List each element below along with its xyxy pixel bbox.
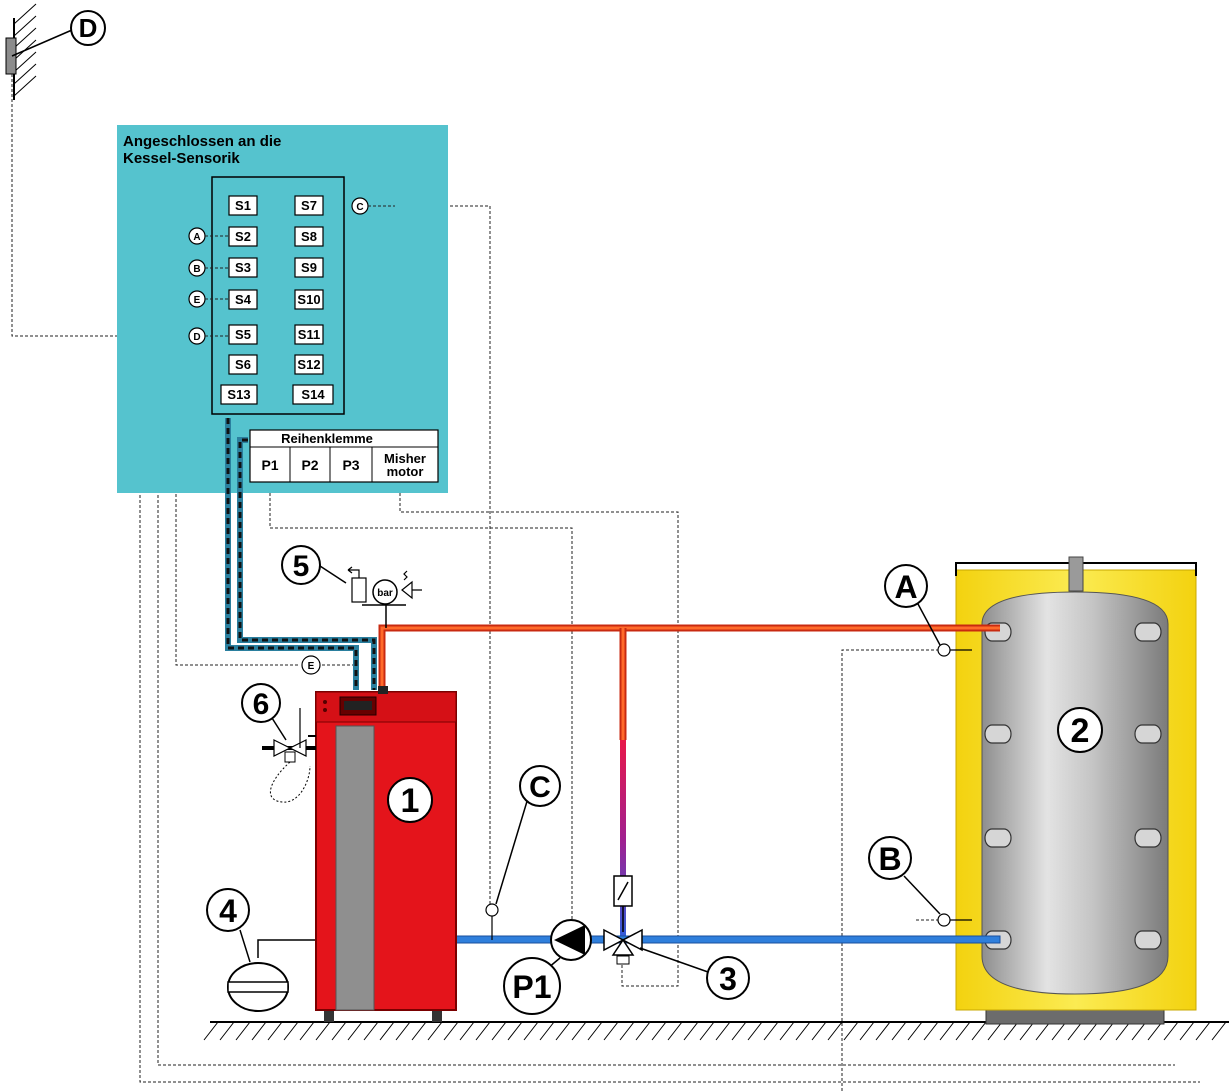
- outdoor-sensor: [5, 37, 17, 75]
- safety-group: bar: [347, 566, 422, 628]
- sensor-label-s13: S13: [227, 387, 250, 402]
- sensor-box-s9: [294, 257, 324, 278]
- terminal-mixer-line1: Misher: [384, 451, 426, 466]
- sensor-label-s4: S4: [235, 292, 252, 307]
- cold-pipe: [455, 935, 1001, 944]
- sensor-box-s11: [294, 324, 324, 345]
- marker-a-small: A: [188, 227, 206, 245]
- sensor-box-s12: [294, 354, 324, 375]
- svg-text:B: B: [878, 841, 901, 877]
- svg-text:C: C: [529, 771, 551, 804]
- terminal-p1: P1: [261, 457, 278, 473]
- marker-d-small: D: [188, 327, 206, 345]
- callout-b: B: [868, 836, 912, 880]
- sensor-box-s1: [228, 195, 258, 216]
- svg-text:D: D: [79, 13, 98, 43]
- sensor-label-s12: S12: [297, 357, 320, 372]
- panel-title-line1: Angeschlossen an die: [123, 133, 281, 150]
- svg-text:A: A: [193, 232, 200, 243]
- marker-e-boiler: E: [301, 655, 321, 675]
- svg-text:A: A: [894, 569, 917, 605]
- sensor-label-s2: S2: [235, 229, 251, 244]
- svg-text:E: E: [194, 295, 201, 306]
- sensor-label-s3: S3: [235, 260, 251, 275]
- callout-p1: P1: [503, 957, 561, 1015]
- svg-text:C: C: [356, 202, 363, 213]
- terminal-strip: Reihenklemme P1 P2 P3 Misher motor: [249, 429, 439, 483]
- sensor-label-s11: S11: [298, 327, 320, 342]
- svg-text:B: B: [193, 264, 200, 275]
- sensor-box-s4: [228, 289, 258, 310]
- sensor-box-s6: [228, 354, 258, 375]
- sensor-box-s13: [220, 384, 258, 405]
- sensor-box-s3: [228, 257, 258, 278]
- expansion-vessel: [227, 929, 316, 1012]
- floor: [203, 1021, 1229, 1041]
- sensor-label-s6: S6: [235, 357, 251, 372]
- sensor-label-s14: S14: [301, 387, 325, 402]
- sensor-label-s10: S10: [297, 292, 320, 307]
- cable-bundle: [225, 418, 377, 690]
- marker-e-small: E: [188, 290, 206, 308]
- svg-text:E: E: [308, 661, 315, 672]
- sensor-box-s14: [292, 384, 334, 405]
- sensor-label-s1: S1: [235, 198, 251, 213]
- terminal-p2: P2: [301, 457, 318, 473]
- safety-valve-icon: [401, 570, 422, 600]
- sensor-a-point: [937, 643, 951, 657]
- svg-text:D: D: [193, 332, 200, 343]
- hot-pipe: [378, 624, 1000, 940]
- callout-d: D: [70, 10, 106, 46]
- terminal-mixer-line2: motor: [387, 464, 424, 479]
- callout-c: C: [519, 765, 561, 807]
- marker-c-small: C: [351, 197, 369, 215]
- callout-5: 5: [281, 545, 321, 585]
- sensor-box-s5: [228, 324, 258, 345]
- callout-2: 2: [1057, 707, 1103, 753]
- pressure-gauge-icon: [372, 579, 398, 605]
- sensor-box-s8: [294, 226, 324, 247]
- outdoor-wall: [13, 3, 37, 100]
- terminal-p3: P3: [342, 457, 359, 473]
- sensor-box-s10: [294, 289, 324, 310]
- thermal-valve: [262, 708, 316, 803]
- svg-text:1: 1: [401, 782, 420, 820]
- sensor-box-s2: [228, 226, 258, 247]
- svg-text:3: 3: [719, 961, 737, 997]
- pump-p1: [550, 919, 592, 961]
- svg-text:6: 6: [253, 688, 270, 721]
- callout-1: 1: [387, 777, 433, 823]
- storage-tank: [955, 556, 1197, 1025]
- sensor-label-s9: S9: [301, 260, 317, 275]
- sensor-label-s7: S7: [301, 198, 317, 213]
- sensor-b-point: [937, 913, 951, 927]
- callout-4: 4: [206, 888, 250, 932]
- callout-6: 6: [241, 683, 281, 723]
- panel-title-line2: Kessel-Sensorik: [123, 150, 240, 167]
- sensor-block: [211, 176, 345, 415]
- svg-text:4: 4: [219, 893, 237, 929]
- svg-text:P1: P1: [512, 969, 551, 1005]
- callout-a: A: [884, 564, 928, 608]
- sensor-label-s5: S5: [235, 327, 251, 342]
- svg-text:5: 5: [293, 550, 310, 583]
- callout-3: 3: [706, 956, 750, 1000]
- terminal-title: Reihenklemme: [281, 431, 373, 446]
- sensor-label-s8: S8: [301, 229, 317, 244]
- sensor-c-point: [485, 903, 499, 917]
- svg-text:2: 2: [1071, 712, 1090, 750]
- marker-b-small: B: [188, 259, 206, 277]
- boiler: [315, 686, 457, 1022]
- mixing-valve: [603, 875, 643, 965]
- svg-text:bar: bar: [377, 588, 393, 599]
- sensor-box-s7: [294, 195, 324, 216]
